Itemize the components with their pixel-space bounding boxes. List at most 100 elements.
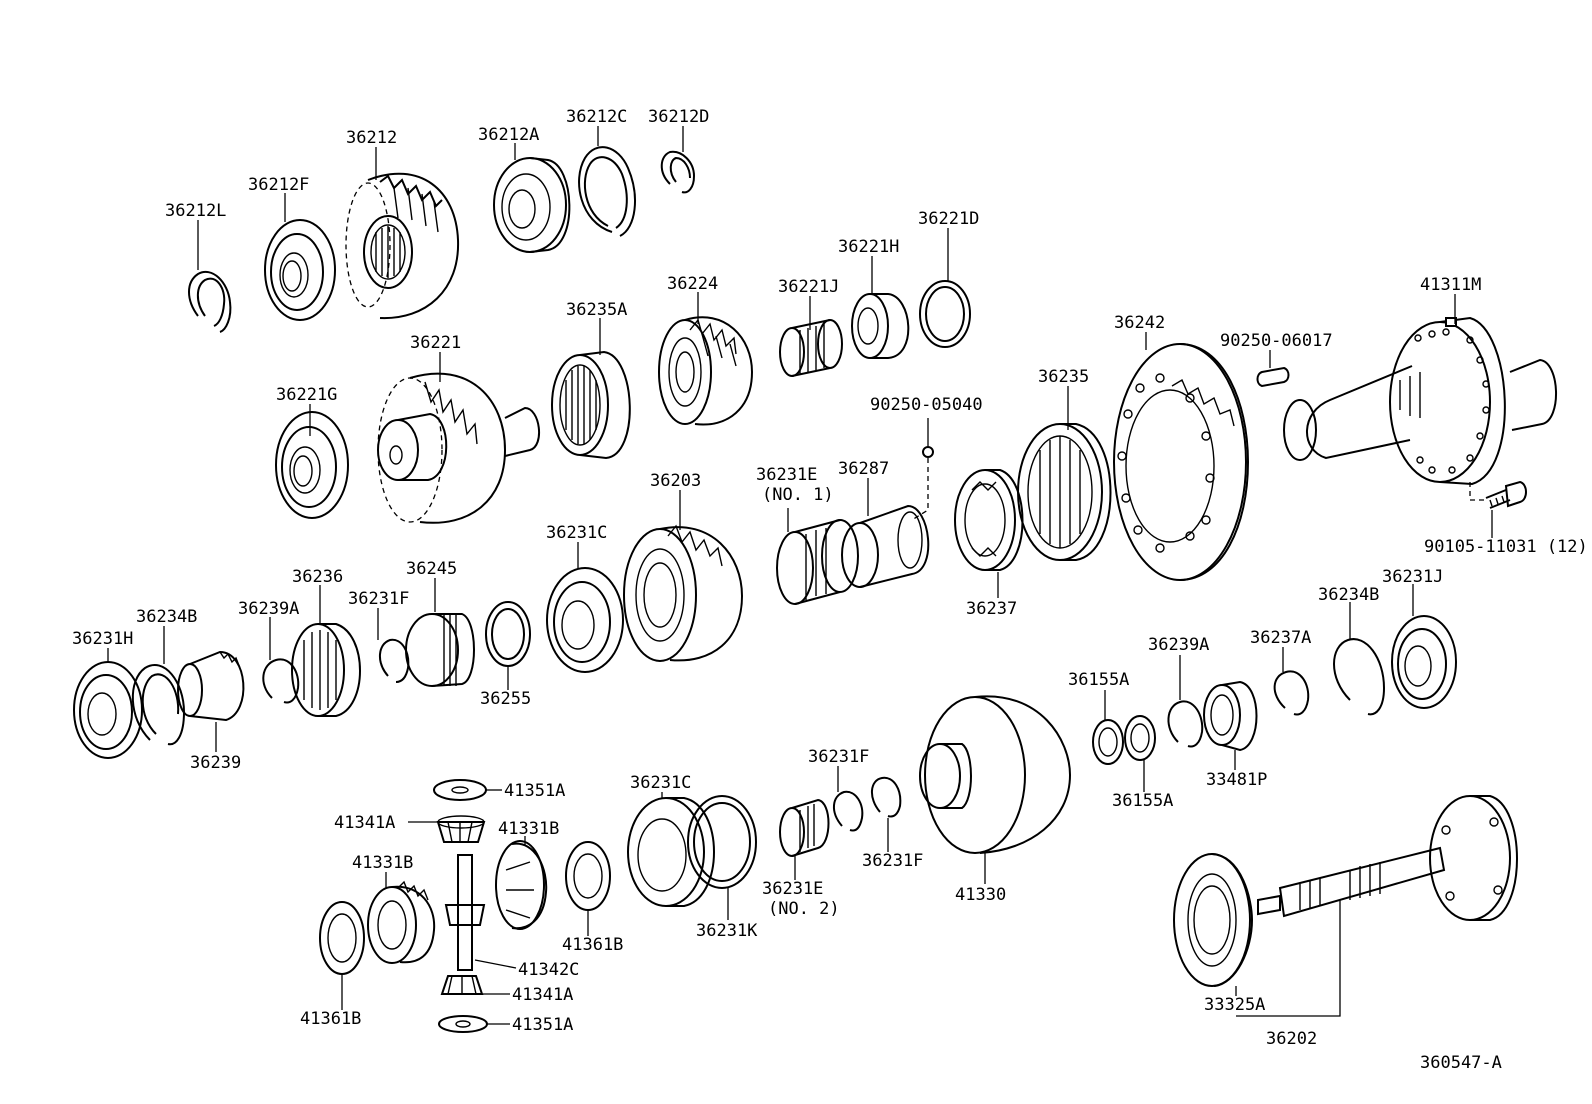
- part-36221D-ring: [919, 280, 971, 348]
- label-41351A-bottom: 41351A: [512, 1015, 573, 1035]
- part-36203-gear: [623, 524, 744, 662]
- part-36221H-bearing-race: [851, 293, 910, 359]
- leader-lines: [107, 126, 1493, 1025]
- part-36287-sleeve: [841, 504, 930, 588]
- part-36212F-bearing: [264, 219, 336, 321]
- label-36231K: 36231K: [696, 921, 758, 941]
- part-36245-hub: [405, 613, 475, 687]
- part-41331B-side-gear-right: [495, 840, 548, 930]
- part-36221J-needle-bearing: [779, 319, 843, 377]
- label-36202: 36202: [1266, 1029, 1317, 1049]
- part-41361B-washer-left: [319, 901, 365, 975]
- label-41331B-left: 41331B: [352, 853, 413, 873]
- label-36231E-no1: 36231E: [756, 465, 817, 485]
- label-36221G: 36221G: [276, 385, 337, 405]
- part-41361B-washer-right: [565, 841, 611, 911]
- assembly-lines: [911, 458, 1486, 521]
- part-41351A-washer-top: [433, 779, 487, 801]
- label-33481P: 33481P: [1206, 770, 1267, 790]
- label-36212C: 36212C: [566, 107, 627, 127]
- label-36221H: 36221H: [838, 237, 899, 257]
- part-36234B-snap-ring-left: [131, 664, 186, 746]
- label-41331B-right: 41331B: [498, 819, 559, 839]
- label-36224: 36224: [667, 274, 718, 294]
- part-36231E-NO1-needle-bearing: [776, 519, 859, 605]
- label-36235: 36235: [1038, 367, 1089, 387]
- part-36155A-washer-1: [1092, 719, 1124, 765]
- label-36236: 36236: [292, 567, 343, 587]
- part-36237A-snap-ring: [1273, 670, 1310, 716]
- part-36212C-snap-ring: [578, 146, 636, 237]
- part-36231E-NO2-needle-bearing: [779, 798, 830, 857]
- label-41341A-top: 41341A: [334, 813, 395, 833]
- label-36221J: 36221J: [778, 277, 839, 297]
- part-41331B-side-gear-left: [367, 880, 436, 964]
- part-36202-output-shaft: [1257, 795, 1518, 921]
- part-41341A-pinion-top: [436, 815, 486, 843]
- label-90105-11031: 90105-11031 (12): [1424, 537, 1588, 557]
- part-36231K-ring: [687, 795, 757, 889]
- label-90250-05040: 90250-05040: [870, 395, 983, 415]
- label-36231J: 36231J: [1382, 567, 1443, 587]
- label-36221: 36221: [410, 333, 461, 353]
- part-90250-05040-ball: [922, 446, 934, 458]
- label-33325A: 33325A: [1204, 995, 1265, 1015]
- label-36287: 36287: [838, 459, 889, 479]
- label-90250-06017: 90250-06017: [1220, 331, 1333, 351]
- part-36242-ring-gear: [1113, 343, 1250, 581]
- part-90250-06017-pin: [1256, 366, 1290, 388]
- part-36235-needle-ring: [1017, 423, 1112, 561]
- part-90105-11031-bolt: [1485, 480, 1527, 509]
- label-36255: 36255: [480, 689, 531, 709]
- part-41342C-pinion-shaft: [444, 854, 486, 971]
- part-36231H-bearing: [73, 661, 143, 759]
- part-36231F-ring-lower-right: [871, 776, 902, 818]
- label-36245: 36245: [406, 559, 457, 579]
- label-36231F-lower-right: 36231F: [862, 851, 923, 871]
- label-36242: 36242: [1114, 313, 1165, 333]
- part-36231C-bearing: [546, 567, 624, 673]
- part-36212A-bearing: [493, 157, 571, 253]
- part-36239A-snap-ring-right: [1167, 700, 1204, 748]
- part-36234B-snap-ring-right: [1333, 638, 1386, 716]
- part-36236-needle-ring: [291, 623, 361, 717]
- part-41330-differential-housing: [919, 695, 1072, 854]
- label-41330: 41330: [955, 885, 1006, 905]
- label-36231E-no2: 36231E: [762, 879, 823, 899]
- part-36221-gear-shaft: [377, 372, 541, 524]
- label-36234B-left: 36234B: [136, 607, 197, 627]
- part-36239-gear-hub: [177, 650, 245, 722]
- part-36231J-bearing: [1391, 615, 1457, 709]
- label-36231H: 36231H: [72, 629, 133, 649]
- drawing-code: 360547-A: [1420, 1053, 1502, 1073]
- part-36212-gear: [345, 172, 460, 320]
- label-41341A-bottom: 41341A: [512, 985, 573, 1005]
- label-41351A-top: 41351A: [504, 781, 565, 801]
- label-36234B-right: 36234B: [1318, 585, 1379, 605]
- label-36212F: 36212F: [248, 175, 309, 195]
- label-no1: (NO. 1): [762, 485, 834, 505]
- part-36231F-ring-lower-left: [833, 790, 864, 832]
- label-36212L: 36212L: [165, 201, 226, 221]
- label-36155A-lower: 36155A: [1112, 791, 1173, 811]
- label-36237: 36237: [966, 599, 1017, 619]
- part-36231C-bearing-lower: [627, 797, 715, 907]
- part-36155A-washer-2: [1124, 715, 1156, 761]
- part-36255-ring: [485, 601, 531, 667]
- label-36231C-upper: 36231C: [546, 523, 607, 543]
- label-36212D: 36212D: [648, 107, 709, 127]
- label-36203: 36203: [650, 471, 701, 491]
- label-41342C: 41342C: [518, 960, 579, 980]
- part-36235A-needle-bearing: [551, 350, 631, 460]
- part-36231F-snap-ring: [379, 638, 410, 683]
- label-36155A-upper: 36155A: [1068, 670, 1129, 690]
- label-36239A-right: 36239A: [1148, 635, 1209, 655]
- part-41351A-washer-bottom: [438, 1015, 488, 1033]
- label-36239: 36239: [190, 753, 241, 773]
- label-no2: (NO. 2): [768, 899, 840, 919]
- part-36237-synchro-hub: [954, 469, 1024, 571]
- part-41311M-differential-case: [1283, 316, 1557, 486]
- part-labels: 36212L 36212F 36212 36212A 36212C 36212D…: [72, 107, 1588, 1073]
- part-36224-gear: [658, 316, 754, 426]
